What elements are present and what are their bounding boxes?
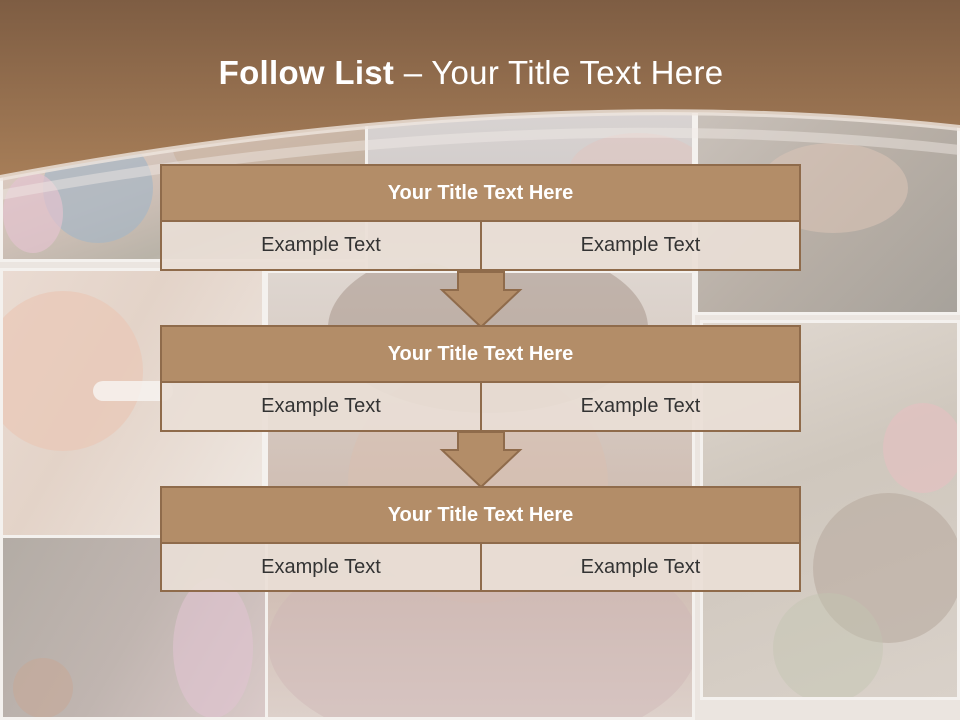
title-bold: Follow List [218,54,395,91]
step-right-text: Example Text [480,381,801,432]
step-title: Your Title Text Here [160,325,801,383]
slide-title: Follow List – Your Title Text Here [0,54,942,92]
step-left-text: Example Text [160,381,482,432]
down-arrow-icon [439,431,523,489]
step-right-text: Example Text [480,542,801,592]
title-rest: – Your Title Text Here [394,54,724,91]
step-left-text: Example Text [160,220,482,271]
step-left-text: Example Text [160,542,482,592]
step-right-text: Example Text [480,220,801,271]
down-arrow-icon [439,271,523,329]
step-title: Your Title Text Here [160,164,801,222]
step-title: Your Title Text Here [160,486,801,544]
